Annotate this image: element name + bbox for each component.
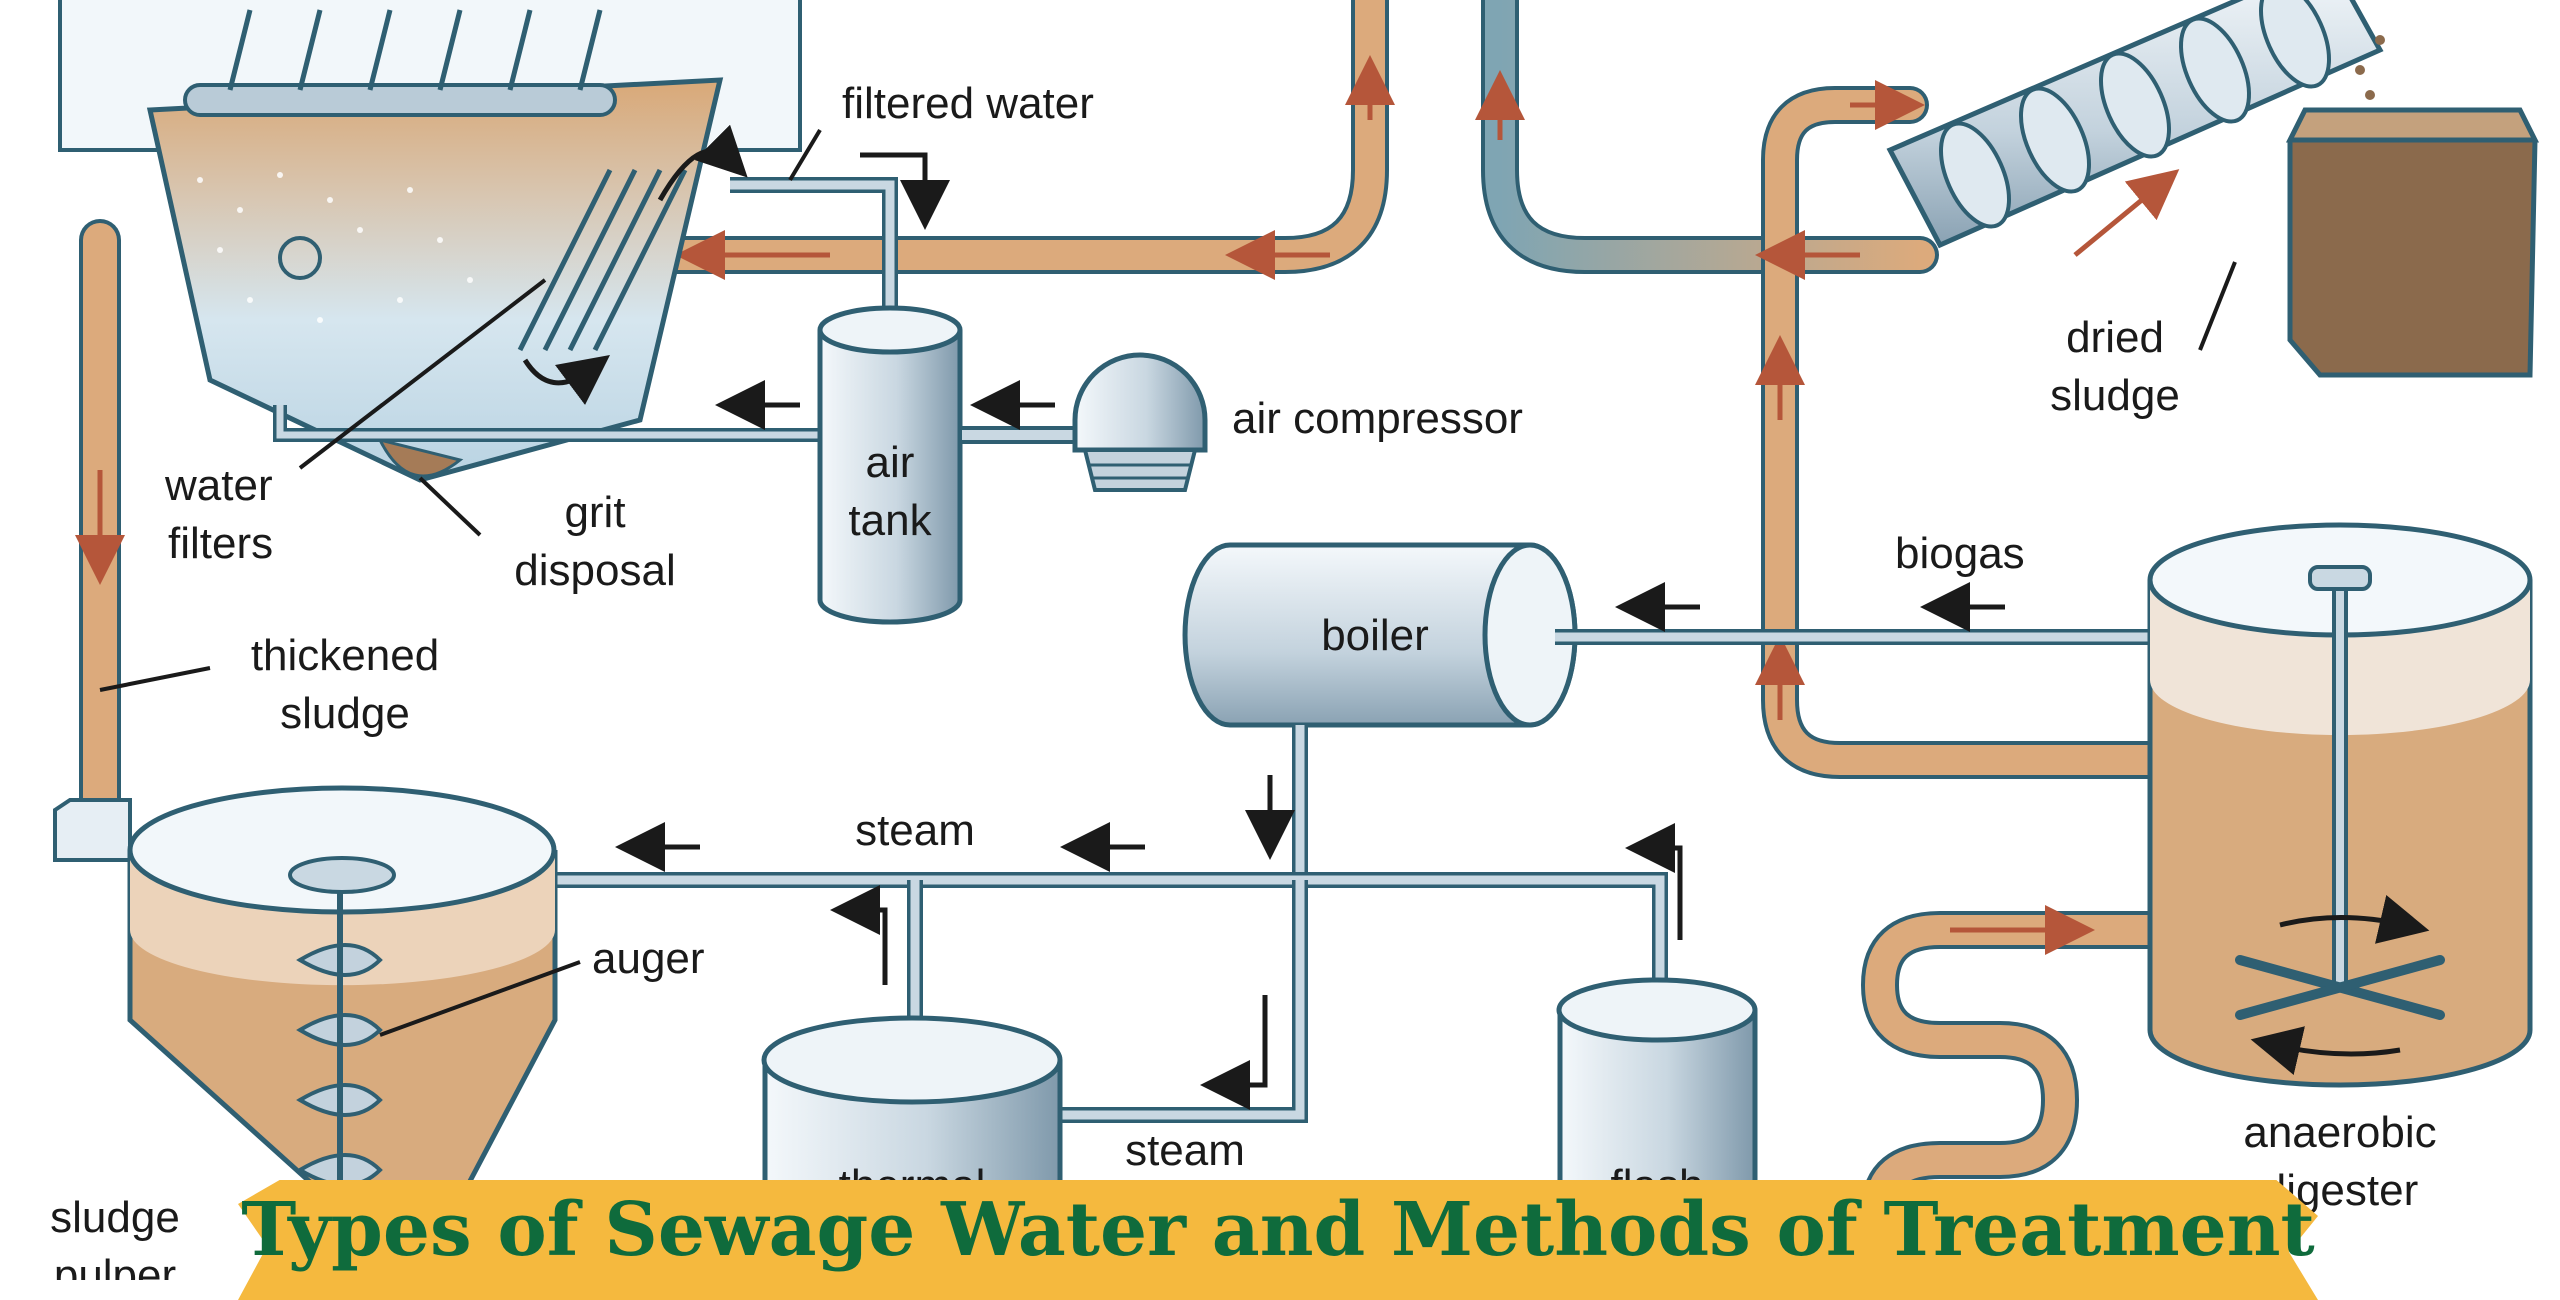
- label-water-filters-2: filters: [168, 519, 273, 568]
- dried-sludge-bin: [2285, 107, 2540, 378]
- label-filtered-water: filtered water: [842, 79, 1094, 128]
- label-auger: auger: [592, 934, 705, 983]
- label-anaerobic-digester-1: anaerobic: [2243, 1108, 2436, 1157]
- label-steam-bottom: steam: [1125, 1126, 1245, 1175]
- label-air-compressor: air compressor: [1232, 394, 1523, 443]
- steam-pipes: [540, 872, 1668, 1123]
- label-sludge-pulper-1: sludge: [50, 1193, 180, 1242]
- screw-conveyor: [1886, 0, 2385, 249]
- label-air-tank-1: air: [866, 438, 915, 487]
- label-thickened-sludge-1: thickened: [251, 631, 439, 680]
- air-tank: [817, 305, 963, 625]
- label-sludge-pulper-2: pulper: [54, 1251, 176, 1280]
- label-water-filters-1: water: [164, 461, 273, 510]
- label-grit-disposal-2: disposal: [514, 546, 675, 595]
- label-grit-disposal-1: grit: [564, 488, 625, 537]
- label-dried-sludge-1: dried: [2066, 313, 2164, 362]
- label-dried-sludge-2: sludge: [2050, 371, 2180, 420]
- flow-arrows-black: [522, 124, 2005, 1110]
- label-thickened-sludge-2: sludge: [280, 689, 410, 738]
- air-compressor: [958, 352, 1208, 492]
- leader-lines: [99, 128, 2237, 1037]
- label-boiler: boiler: [1321, 611, 1429, 660]
- flow-arrows-red: [75, 55, 2180, 955]
- sludge-pulper: [53, 785, 558, 1203]
- banner-title: Types of Sewage Water and Methods of Tre…: [241, 1187, 2315, 1273]
- label-biogas: biogas: [1895, 529, 2025, 578]
- label-steam-top: steam: [855, 806, 975, 855]
- label-air-tank-2: tank: [848, 496, 932, 545]
- anaerobic-digester: [2147, 522, 2533, 1088]
- boiler: [1182, 542, 2170, 880]
